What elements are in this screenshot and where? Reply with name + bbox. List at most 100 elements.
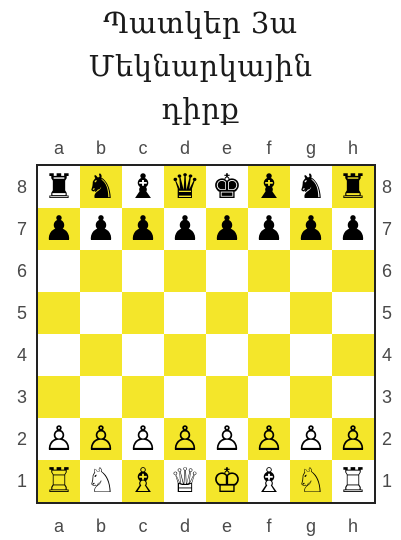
square-a3	[38, 376, 80, 418]
black-king-icon: ♚	[206, 166, 248, 208]
black-rook-icon: ♜	[38, 166, 80, 208]
square-f6	[248, 250, 290, 292]
square-a4	[38, 334, 80, 376]
square-f4	[248, 334, 290, 376]
white-pawn-icon: ♙	[38, 418, 80, 460]
white-pawn-icon: ♙	[248, 418, 290, 460]
square-e3	[206, 376, 248, 418]
square-g3	[290, 376, 332, 418]
square-c4	[122, 334, 164, 376]
square-a5	[38, 292, 80, 334]
square-e5	[206, 292, 248, 334]
rank-label-right-5: 5	[378, 302, 396, 324]
square-c3	[122, 376, 164, 418]
file-label-top-d: d	[164, 137, 206, 159]
white-bishop-icon: ♗	[248, 460, 290, 502]
file-label-bottom-f: f	[248, 515, 290, 537]
black-pawn-icon: ♟	[332, 208, 374, 250]
black-pawn-icon: ♟	[38, 208, 80, 250]
white-knight-icon: ♘	[290, 460, 332, 502]
rank-label-right-6: 6	[378, 260, 396, 282]
file-label-bottom-c: c	[122, 515, 164, 537]
square-f3	[248, 376, 290, 418]
chessboard: ♜♞♝♛♚♝♞♜♟♟♟♟♟♟♟♟♙♙♙♙♙♙♙♙♖♘♗♕♔♗♘♖	[36, 164, 376, 504]
rank-label-left-6: 6	[13, 260, 31, 282]
square-b5	[80, 292, 122, 334]
file-label-top-e: e	[206, 137, 248, 159]
file-label-top-g: g	[290, 137, 332, 159]
square-h5	[332, 292, 374, 334]
rank-label-left-5: 5	[13, 302, 31, 324]
black-pawn-icon: ♟	[80, 208, 122, 250]
square-b4	[80, 334, 122, 376]
rank-label-right-1: 1	[378, 470, 396, 492]
square-a6	[38, 250, 80, 292]
square-d6	[164, 250, 206, 292]
file-label-bottom-h: h	[332, 515, 374, 537]
white-rook-icon: ♖	[332, 460, 374, 502]
rank-label-left-1: 1	[13, 470, 31, 492]
rank-label-right-2: 2	[378, 428, 396, 450]
black-pawn-icon: ♟	[248, 208, 290, 250]
file-label-top-c: c	[122, 137, 164, 159]
square-e4	[206, 334, 248, 376]
rank-label-right-4: 4	[378, 344, 396, 366]
file-label-bottom-b: b	[80, 515, 122, 537]
white-king-icon: ♔	[206, 460, 248, 502]
black-pawn-icon: ♟	[122, 208, 164, 250]
rank-label-right-8: 8	[378, 176, 396, 198]
file-label-top-a: a	[38, 137, 80, 159]
black-rook-icon: ♜	[332, 166, 374, 208]
figure-title-line-1: Պատկեր 3ա	[0, 2, 401, 45]
file-label-top-b: b	[80, 137, 122, 159]
file-label-top-f: f	[248, 137, 290, 159]
black-knight-icon: ♞	[290, 166, 332, 208]
square-b3	[80, 376, 122, 418]
square-e6	[206, 250, 248, 292]
rank-label-left-8: 8	[13, 176, 31, 198]
black-pawn-icon: ♟	[164, 208, 206, 250]
rank-label-left-7: 7	[13, 218, 31, 240]
square-h6	[332, 250, 374, 292]
black-pawn-icon: ♟	[206, 208, 248, 250]
square-b6	[80, 250, 122, 292]
black-bishop-icon: ♝	[122, 166, 164, 208]
white-pawn-icon: ♙	[206, 418, 248, 460]
rank-label-right-3: 3	[378, 386, 396, 408]
file-label-bottom-e: e	[206, 515, 248, 537]
square-g5	[290, 292, 332, 334]
white-knight-icon: ♘	[80, 460, 122, 502]
file-label-bottom-g: g	[290, 515, 332, 537]
file-label-bottom-d: d	[164, 515, 206, 537]
rank-label-left-2: 2	[13, 428, 31, 450]
rank-label-left-3: 3	[13, 386, 31, 408]
white-rook-icon: ♖	[38, 460, 80, 502]
square-c5	[122, 292, 164, 334]
file-label-bottom-a: a	[38, 515, 80, 537]
square-h4	[332, 334, 374, 376]
black-pawn-icon: ♟	[290, 208, 332, 250]
square-g4	[290, 334, 332, 376]
white-pawn-icon: ♙	[80, 418, 122, 460]
white-pawn-icon: ♙	[332, 418, 374, 460]
black-knight-icon: ♞	[80, 166, 122, 208]
white-queen-icon: ♕	[164, 460, 206, 502]
rank-label-left-4: 4	[13, 344, 31, 366]
square-f5	[248, 292, 290, 334]
black-queen-icon: ♛	[164, 166, 206, 208]
square-d4	[164, 334, 206, 376]
figure-title-line-2: Մեկնարկային	[0, 45, 401, 88]
white-pawn-icon: ♙	[290, 418, 332, 460]
figure-title-line-3: դիրք	[0, 88, 401, 131]
figure-title: Պատկեր 3ա Մեկնարկային դիրք	[0, 2, 401, 131]
square-g6	[290, 250, 332, 292]
white-pawn-icon: ♙	[122, 418, 164, 460]
square-c6	[122, 250, 164, 292]
square-d3	[164, 376, 206, 418]
rank-label-right-7: 7	[378, 218, 396, 240]
black-bishop-icon: ♝	[248, 166, 290, 208]
square-h3	[332, 376, 374, 418]
file-label-top-h: h	[332, 137, 374, 159]
white-pawn-icon: ♙	[164, 418, 206, 460]
white-bishop-icon: ♗	[122, 460, 164, 502]
